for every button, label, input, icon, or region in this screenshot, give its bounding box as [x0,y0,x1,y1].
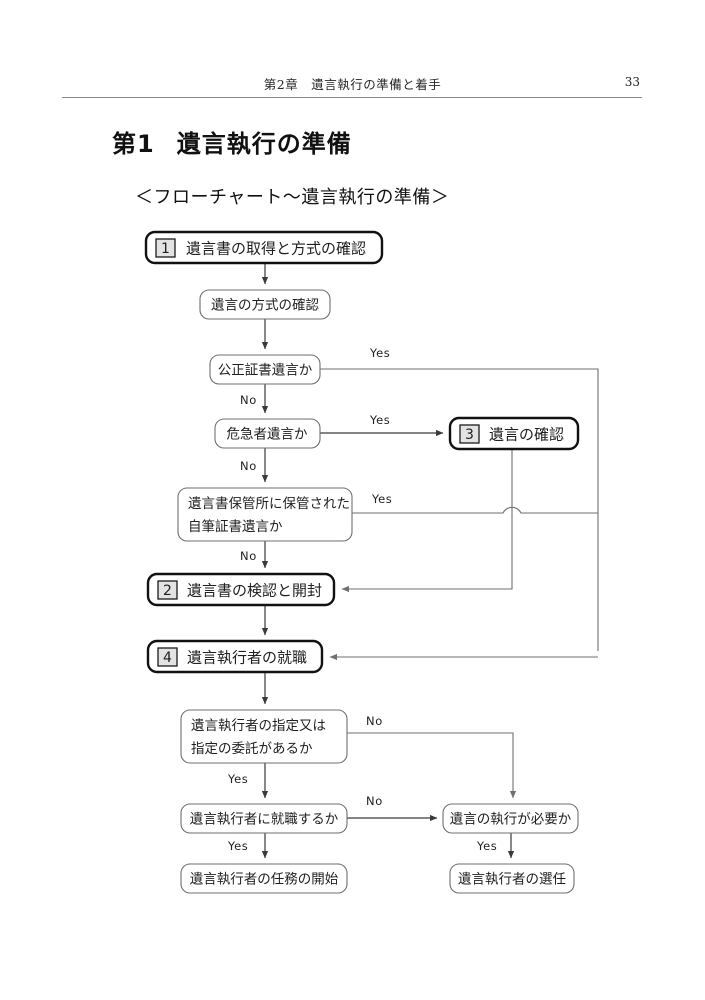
step4-badge-number: 4 [163,650,172,666]
need-exec-label: 遺言の執行が必要か [450,812,572,828]
edge-label-emergency-no: No [240,459,257,473]
edge-label-emergency-yes: Yes [369,413,390,427]
step3-label: 遺言の確認 [489,426,564,444]
flow-node-method[interactable]: 遺言の方式の確認 [199,289,331,320]
deposit-box [177,487,353,542]
edge-label-accept-yes: Yes [227,839,248,853]
flow-node-emergency[interactable]: 危急者遺言か [214,418,321,449]
flow-node-accept[interactable]: 遺言執行者に就職するか [180,803,348,834]
step1-badge-number: 1 [161,241,170,257]
flowchart-subtitle: ＜フローチャート～遺言執行の準備＞ [135,187,450,208]
notarial-box [209,354,321,385]
section-number: 第1 [112,130,155,158]
section-title-text: 遺言執行の準備 [176,130,352,158]
step2-badge [157,580,178,600]
edge-label-notarial-no: No [240,393,257,407]
flow-node-deposit[interactable]: 遺言書保管所に保管された 自筆証書遺言か [177,487,353,542]
method-box [199,289,331,320]
step1-label: 遺言書の取得と方式の確認 [186,240,366,258]
step2-box [146,572,336,607]
flow-node-notarial[interactable]: 公正証書遺言か [209,354,321,385]
flow-node-duty-start[interactable]: 遺言執行者の任務の開始 [180,863,348,894]
header-chapter-title: 第2章 遺言執行の準備と着手 [263,77,442,92]
edge-notarial-yes [320,368,599,651]
step3-badge [459,424,480,444]
deposit-label-line1: 遺言書保管所に保管された [188,496,350,512]
edge-step3-to-step2 [341,448,513,593]
designate-label-line1: 遺言執行者の指定又は [191,718,326,734]
emergency-box [214,418,321,449]
deposit-label-line2: 自筆証書遺言か [188,519,283,535]
duty-start-box [180,863,348,894]
edge-label-notarial-yes: Yes [369,346,390,360]
step4-label: 遺言執行者の就職 [187,649,307,667]
appoint-label: 遺言執行者の選任 [458,872,566,888]
flow-node-step2[interactable]: 2 遺言書の検認と開封 [146,572,336,607]
step1-badge [155,238,176,258]
emergency-label: 危急者遺言か [227,427,308,443]
edge-label-accept-no: No [366,794,383,808]
page-title: 第1 遺言執行の準備 [112,124,352,159]
running-header: 第2章 遺言執行の準備と着手 33 [0,74,705,100]
edge-label-deposit-no: No [240,549,257,563]
step2-badge-number: 2 [163,583,172,599]
flow-node-step4[interactable]: 4 遺言執行者の就職 [146,639,324,674]
method-label: 遺言の方式の確認 [211,298,319,314]
header-divider [62,97,642,98]
flow-node-step1[interactable]: 1 遺言書の取得と方式の確認 [144,230,384,265]
notarial-label: 公正証書遺言か [218,363,313,379]
step4-box [146,639,324,674]
accept-box [180,803,348,834]
designate-label-line2: 指定の委託があるか [191,741,313,757]
step1-box [144,230,384,265]
flow-node-designate[interactable]: 遺言執行者の指定又は 指定の委託があるか [180,709,348,764]
flow-node-step3[interactable]: 3 遺言の確認 [448,416,580,451]
edge-label-designate-yes: Yes [227,772,248,786]
edge-label-deposit-yes: Yes [371,492,392,506]
flow-node-appoint[interactable]: 遺言執行者の選任 [449,863,575,894]
page-number: 33 [624,75,640,89]
step4-badge [157,647,178,667]
need-exec-box [442,803,579,834]
flow-node-need-exec[interactable]: 遺言の執行が必要か [442,803,579,834]
edge-label-designate-no: No [366,714,383,728]
accept-label: 遺言執行者に就職するか [190,812,339,828]
step3-badge-number: 3 [465,427,474,443]
edge-label-need-yes: Yes [476,839,497,853]
edge-deposit-yes [352,506,598,514]
step3-box [448,416,580,451]
step2-label: 遺言書の検認と開封 [187,582,322,600]
appoint-box [449,863,575,894]
edge-designate-no [347,732,517,799]
duty-start-label: 遺言執行者の任務の開始 [190,872,339,888]
designate-box [180,709,348,764]
